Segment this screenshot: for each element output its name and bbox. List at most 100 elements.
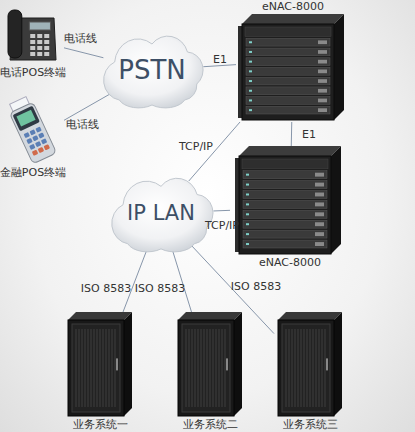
- rack-door: [72, 324, 120, 412]
- door-vent: [112, 329, 113, 407]
- door-vent: [289, 329, 290, 407]
- rack-top: [68, 312, 132, 320]
- rack-side: [234, 312, 242, 416]
- pos-key: [32, 150, 38, 156]
- line-card: [246, 97, 330, 105]
- rack-side: [334, 312, 342, 416]
- node-outline: [236, 14, 350, 122]
- phone-key: [30, 52, 35, 56]
- network-cloud: IP LAN: [104, 172, 218, 254]
- card-handle: [318, 89, 327, 93]
- pos-screen: [16, 110, 35, 127]
- phone-key: [37, 46, 42, 50]
- card-handle: [315, 183, 324, 187]
- pos-terminal: 金融POS终端: [2, 96, 64, 180]
- door-vent: [201, 329, 202, 407]
- line-card: [246, 87, 330, 95]
- card-handle: [315, 242, 324, 246]
- door-vent: [286, 329, 287, 407]
- device-label: 业务系统二: [183, 418, 238, 432]
- node-illustration: [230, 146, 350, 256]
- line-card: [243, 181, 327, 189]
- door-vent: [82, 329, 83, 407]
- chassis-top: [242, 14, 344, 24]
- phone-key: [30, 46, 35, 50]
- card-handle: [315, 232, 324, 236]
- node-illustration: [2, 96, 64, 166]
- chassis-top: [239, 146, 341, 156]
- link-label: TCP/IP: [179, 140, 213, 153]
- chassis-side: [331, 146, 341, 254]
- card-led: [246, 213, 249, 215]
- door-vent: [316, 329, 317, 407]
- link-label: TCP/IP: [205, 219, 239, 232]
- door-vent: [301, 329, 302, 407]
- pos-body: [9, 102, 56, 164]
- chassis-ear: [235, 158, 239, 252]
- door-vent: [219, 329, 220, 407]
- network-link: [291, 122, 292, 146]
- device-label: 电话POS终端: [0, 66, 66, 80]
- rack-front: [68, 320, 124, 416]
- line-card: [243, 171, 327, 179]
- device-label: eNAC-8000: [262, 0, 324, 14]
- door-vent: [204, 329, 205, 407]
- pos-key: [41, 138, 47, 144]
- phone-key: [44, 52, 49, 56]
- line-card: [246, 48, 330, 56]
- network-cloud: PSTN: [96, 30, 208, 110]
- card-led: [249, 70, 252, 72]
- node-illustration: [64, 312, 136, 418]
- door-vent: [216, 329, 217, 407]
- card-handle: [318, 108, 327, 112]
- node-illustration: [2, 0, 64, 66]
- card-led: [249, 90, 252, 92]
- rack-side: [124, 312, 132, 416]
- pos-device: [6, 95, 57, 164]
- line-card: [243, 220, 327, 228]
- phone-key: [30, 40, 35, 44]
- chassis-ear: [238, 26, 242, 118]
- gateway-chassis: eNAC-8000: [236, 0, 350, 122]
- device-label: 业务系统三: [283, 418, 338, 432]
- card-led: [249, 99, 252, 101]
- door-vent: [195, 329, 196, 407]
- card-led: [249, 61, 252, 63]
- node-outline: [2, 0, 64, 66]
- card-handle: [318, 79, 327, 83]
- card-led: [246, 233, 249, 235]
- card-led: [246, 184, 249, 186]
- node-outline: [174, 312, 246, 418]
- door-vent: [106, 329, 107, 407]
- card-handle: [315, 222, 324, 226]
- card-handle: [318, 40, 327, 44]
- node-illustration: [236, 14, 350, 122]
- door-vent: [192, 329, 193, 407]
- card-handle: [315, 202, 324, 206]
- card-led: [249, 51, 252, 53]
- pos-key: [29, 129, 35, 135]
- network-link: [213, 210, 230, 212]
- server-rack: 业务系统三: [274, 312, 346, 432]
- door-vent: [79, 329, 80, 407]
- line-card: [246, 58, 330, 66]
- door-vent: [100, 329, 101, 407]
- door-vent: [322, 329, 323, 407]
- line-card: [246, 68, 330, 76]
- pos-key: [38, 147, 44, 153]
- door-vent: [319, 329, 320, 407]
- door-vent: [186, 329, 187, 407]
- node-outline: [274, 312, 346, 418]
- door-vent: [91, 329, 92, 407]
- network-link: [64, 93, 112, 120]
- card-handle: [318, 60, 327, 64]
- door-vent: [207, 329, 208, 407]
- device-label: eNAC-8000: [259, 256, 321, 270]
- door-vent: [307, 329, 308, 407]
- card-handle: [318, 99, 327, 103]
- line-card: [243, 240, 327, 248]
- phone-handset: [8, 10, 22, 58]
- door-vent: [88, 329, 89, 407]
- door-vent: [310, 329, 311, 407]
- pos-key: [35, 126, 41, 132]
